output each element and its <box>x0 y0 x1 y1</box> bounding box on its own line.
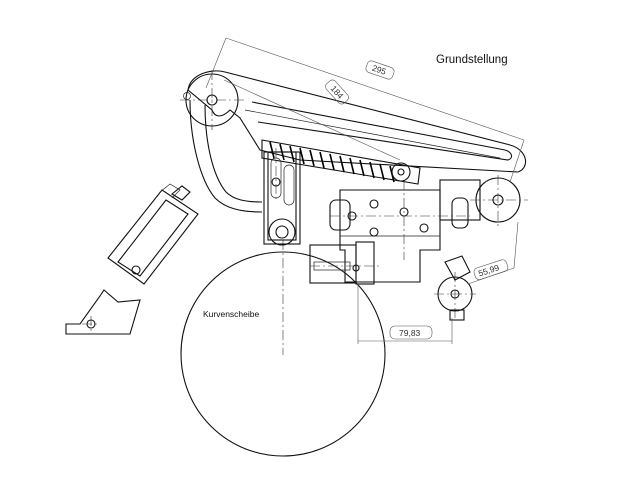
cam-disc <box>180 240 386 457</box>
dimension-184-text: 184 <box>329 83 346 100</box>
lower-right-roller <box>434 255 476 321</box>
dimension-55-99-text: 55,99 <box>477 262 501 278</box>
main-lever-arm <box>187 70 527 213</box>
dimension-overall-length: 295 <box>205 37 525 183</box>
dimension-79-83-text: 79,83 <box>399 328 421 338</box>
lower-clamp-block <box>309 241 380 285</box>
dimension-295-text: 295 <box>371 63 388 77</box>
dimension-horizontal-offset: 79,83 <box>357 284 453 344</box>
vertical-slotted-bracket <box>263 148 301 246</box>
dimension-lever-length: 184 <box>223 79 401 161</box>
left-cylinder <box>65 183 199 335</box>
cam-disc-label: Kurvenscheibe <box>203 309 260 319</box>
left-pivot-roller <box>180 70 244 130</box>
central-body <box>329 162 470 283</box>
dimension-vertical-offset: 55,99 <box>467 221 519 285</box>
tension-spring <box>261 139 421 185</box>
drawing-title: Grundstellung <box>436 54 508 66</box>
right-roller <box>439 175 528 228</box>
